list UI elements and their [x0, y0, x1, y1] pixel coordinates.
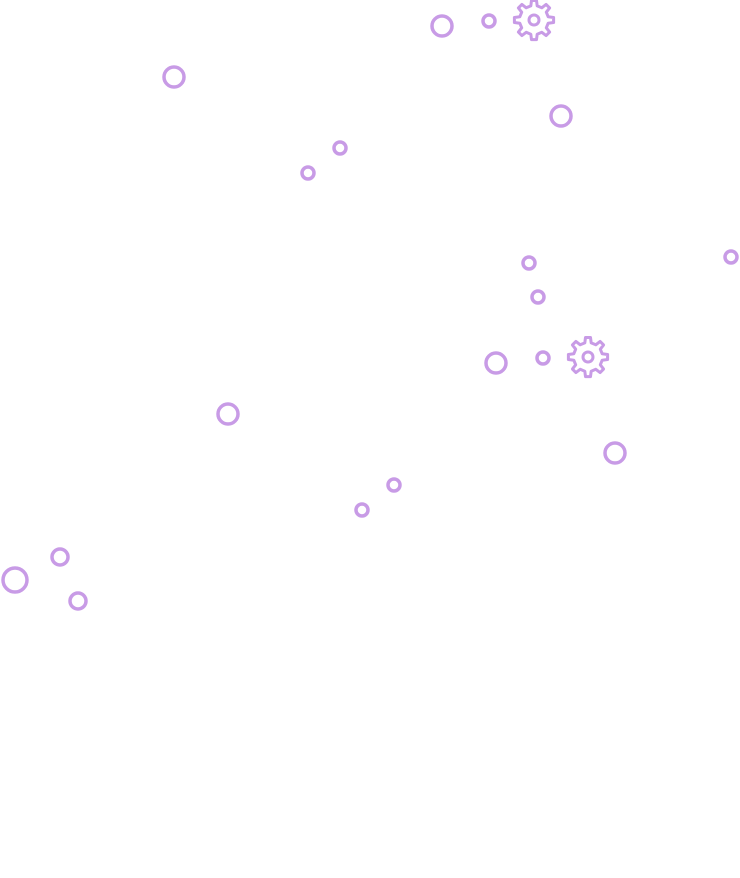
ring-icon	[535, 350, 551, 366]
gear-icon	[566, 336, 610, 379]
ring-icon	[430, 14, 454, 38]
ring-icon	[50, 547, 70, 567]
ring-icon	[216, 402, 240, 426]
ring-icon	[484, 351, 508, 375]
ring-icon	[530, 289, 546, 305]
ring-icon	[332, 140, 348, 156]
gear-icon	[512, 0, 556, 42]
ring-icon	[603, 441, 627, 465]
ring-icon	[68, 591, 88, 611]
ring-icon	[300, 165, 316, 181]
ring-icon	[1, 566, 29, 594]
ring-icon	[354, 502, 370, 518]
ring-icon	[723, 249, 739, 265]
ring-icon	[521, 255, 537, 271]
ring-icon	[162, 65, 186, 89]
ring-icon	[481, 13, 497, 29]
ring-icon	[386, 477, 402, 493]
ring-icon	[549, 104, 573, 128]
